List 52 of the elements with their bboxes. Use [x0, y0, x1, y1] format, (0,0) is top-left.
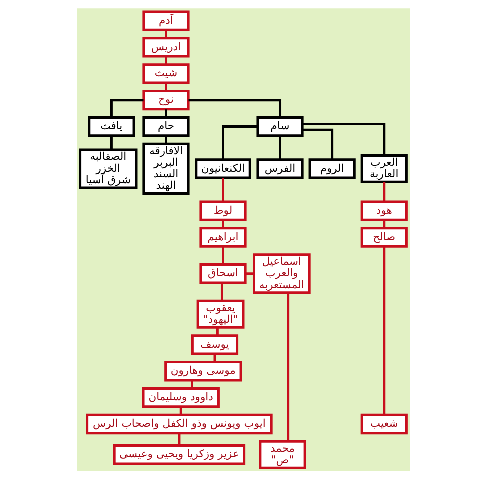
node-box: صالح — [360, 227, 408, 248]
connector — [222, 220, 224, 228]
node-box: الفرس — [256, 158, 304, 180]
connector — [245, 272, 254, 276]
connector — [188, 99, 281, 118]
node-box: محمد "ص" — [258, 440, 306, 470]
connector — [302, 128, 334, 160]
node-box: يافث — [88, 116, 135, 138]
node-box: لوط — [199, 200, 246, 222]
connector — [164, 56, 167, 65]
node-box: الصقالبه الخزر شرق آسيا — [78, 148, 138, 190]
node-box: داوود وسليمان — [142, 388, 220, 408]
node-box: يعقوب "اليهود" — [196, 300, 244, 329]
connector — [220, 283, 223, 301]
node-box: سام — [256, 116, 304, 138]
node-box: يوسف — [190, 334, 238, 356]
node-box: العرب العاربة — [360, 154, 408, 184]
node-box: نوح — [142, 90, 190, 111]
connector — [302, 123, 386, 156]
connector — [178, 434, 180, 446]
connector — [179, 407, 182, 416]
connector — [110, 99, 144, 118]
node-box: الروم — [308, 158, 356, 180]
connector — [222, 178, 224, 202]
connector — [164, 136, 167, 144]
connector — [222, 126, 258, 160]
node-box: آدم — [142, 10, 190, 32]
node-box: عزير وزكريا ويحيى وعيسى — [112, 444, 246, 466]
connector — [164, 83, 167, 92]
connector — [382, 182, 386, 202]
node-box: اسماعيل والعرب المستعربه — [252, 254, 310, 294]
connector — [382, 246, 386, 416]
connector — [286, 292, 290, 442]
node-box: الافارقه البربر السند الهند — [142, 142, 190, 195]
node-box: موسى وهارون — [164, 361, 242, 382]
node-box: حام — [142, 116, 190, 138]
connector — [190, 380, 194, 389]
connector — [164, 30, 167, 38]
connector — [222, 246, 224, 265]
connector — [278, 136, 281, 160]
node-box: ابراهيم — [199, 227, 246, 248]
node-box: شعيب — [360, 414, 408, 435]
node-box: ايوب ويونس وذو الكفل واصحاب الرس — [86, 414, 272, 435]
node-box: الكنعانيون — [194, 158, 251, 180]
node-box: شيث — [142, 64, 190, 84]
node-box: اسحاق — [199, 264, 246, 284]
node-box: هود — [360, 200, 408, 222]
connector — [382, 220, 386, 228]
connector — [216, 328, 218, 336]
node-box: ادريس — [142, 37, 190, 58]
connector — [110, 136, 112, 150]
connector — [164, 110, 167, 118]
